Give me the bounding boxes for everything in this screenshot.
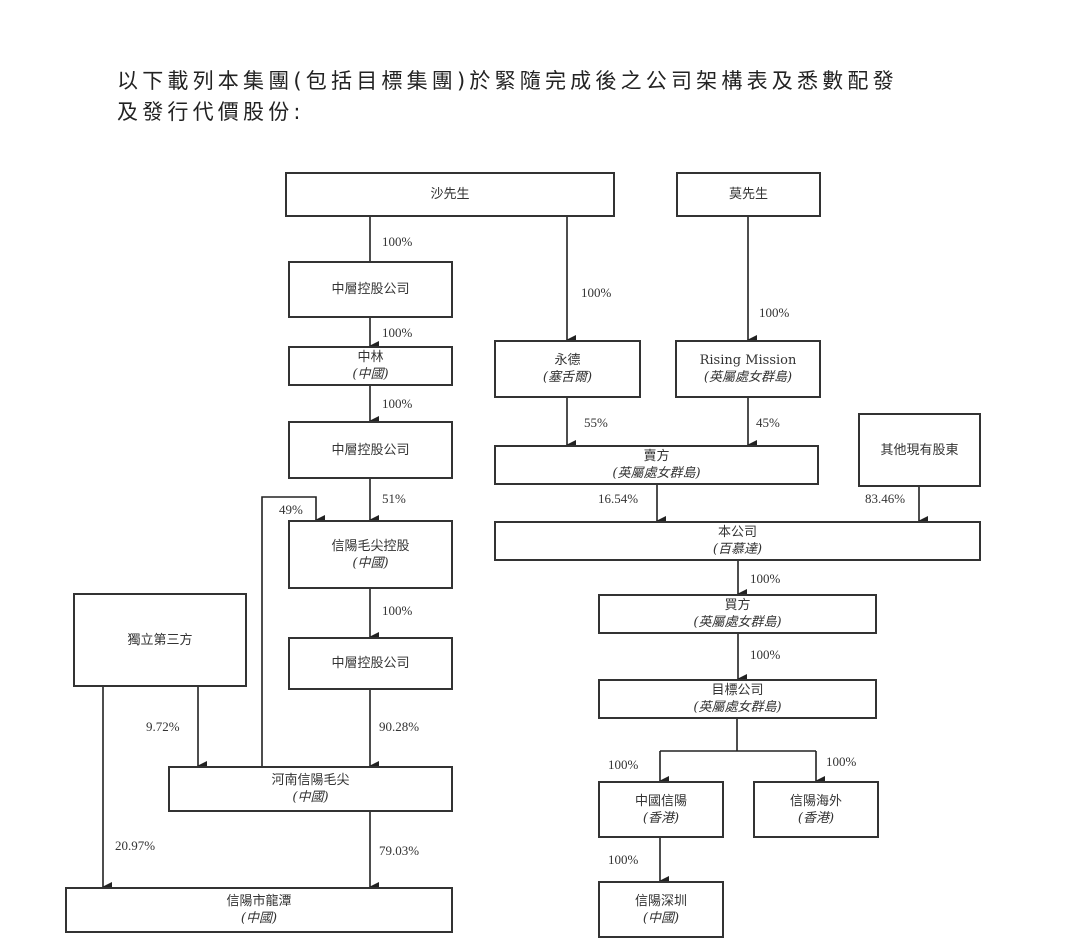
entity-name: 獨立第三方 xyxy=(127,632,193,648)
entity-name: 信陽深圳 xyxy=(634,893,687,909)
entity-target-company: 目標公司 (英屬處女群島) xyxy=(598,679,877,719)
entity-yongde: 永德 (塞舌爾) xyxy=(494,340,641,398)
pct-purchaser-target: 100% xyxy=(750,647,781,662)
entity-jurisdiction: (英屬處女群島) xyxy=(703,370,793,385)
entity-jurisdiction: (中國) xyxy=(642,910,680,926)
entity-jurisdiction: (百慕達) xyxy=(712,542,763,557)
pct-sha-zhongceng1: 100% xyxy=(382,234,413,249)
entity-name: 中層控股公司 xyxy=(331,282,410,297)
entity-name: 目標公司 xyxy=(711,683,764,698)
pct-holding-zhongceng3: 100% xyxy=(382,603,413,618)
entity-jurisdiction: (英屬處女群島) xyxy=(693,615,782,630)
entity-name: 本公司 xyxy=(717,525,757,540)
entity-name: 信陽毛尖控股 xyxy=(331,538,410,554)
intro-paragraph: 以下載列本集團(包括目標集團)於緊隨完成後之公司架構表及悉數配發 及發行代價股份… xyxy=(117,66,997,128)
entity-xinyang-longtan: 信陽市龍潭 (中國) xyxy=(65,887,453,933)
entity-name: 買方 xyxy=(724,598,751,613)
entity-zhonglin: 中林 (中國) xyxy=(288,346,453,386)
entity-xinyang-shenzhen: 信陽深圳 (中國) xyxy=(598,881,724,938)
pct-henan-holding: 49% xyxy=(279,502,303,517)
entity-jurisdiction: (塞舌爾) xyxy=(542,370,593,385)
entity-independent-third-party: 獨立第三方 xyxy=(73,593,247,687)
intro-line-1: 以下載列本集團(包括目標集團)於緊隨完成後之公司架構表及悉數配發 xyxy=(117,69,898,93)
entity-jurisdiction: (中國) xyxy=(352,367,389,382)
entity-jurisdiction: (香港) xyxy=(642,810,680,826)
entity-name: 其他現有股東 xyxy=(880,442,959,458)
entity-vendor: 賣方 (英屬處女群島) xyxy=(494,445,819,485)
entity-name: 中林 xyxy=(357,350,384,365)
entity-xinyang-maojian-holding: 信陽毛尖控股 (中國) xyxy=(288,520,453,589)
link-henan-holding xyxy=(261,496,325,766)
entity-name: 中層控股公司 xyxy=(331,442,410,458)
entity-jurisdiction: (中國) xyxy=(352,555,389,571)
entity-china-xinyang: 中國信陽 (香港) xyxy=(598,781,724,838)
entity-name: 永德 xyxy=(554,353,581,368)
pct-mo-rising: 100% xyxy=(759,305,790,320)
entity-name: Rising Mission xyxy=(699,353,797,368)
entity-jurisdiction: (中國) xyxy=(240,911,278,926)
entity-jurisdiction: (香港) xyxy=(797,810,835,826)
pct-zhongceng3-henan: 90.28% xyxy=(379,719,420,734)
pct-zhonglin-zhongceng2: 100% xyxy=(382,396,413,411)
entity-name: 莫先生 xyxy=(728,187,768,202)
entity-zhongceng-1: 中層控股公司 xyxy=(288,261,453,318)
pct-third-henan: 9.72% xyxy=(146,719,180,734)
entity-company: 本公司 (百慕達) xyxy=(494,521,981,561)
entity-mr-mo: 莫先生 xyxy=(676,172,821,217)
entity-xinyang-overseas: 信陽海外 (香港) xyxy=(753,781,879,838)
entity-henan-xinyang-maojian: 河南信陽毛尖 (中國) xyxy=(168,766,453,812)
pct-target-overseas: 100% xyxy=(826,754,857,769)
entity-name: 信陽海外 xyxy=(789,793,842,809)
entity-name: 中國信陽 xyxy=(634,793,687,809)
entity-jurisdiction: (英屬處女群島) xyxy=(693,700,782,715)
pct-sha-yongde: 100% xyxy=(581,285,612,300)
pct-chinaxinyang-shenzhen: 100% xyxy=(608,852,639,867)
pct-yongde-vendor: 55% xyxy=(584,415,608,430)
entity-name: 信陽市龍潭 xyxy=(226,894,292,909)
entity-zhongceng-3: 中層控股公司 xyxy=(288,637,453,690)
entity-rising-mission: Rising Mission (英屬處女群島) xyxy=(675,340,821,398)
intro-line-2: 及發行代價股份: xyxy=(117,100,305,124)
pct-company-purchaser: 100% xyxy=(750,571,781,586)
entity-mr-sha: 沙先生 xyxy=(285,172,615,217)
entity-zhongceng-2: 中層控股公司 xyxy=(288,421,453,479)
pct-zhongceng2-holding: 51% xyxy=(382,491,406,506)
entity-name: 河南信陽毛尖 xyxy=(271,773,350,788)
pct-henan-longtan: 79.03% xyxy=(379,843,420,858)
pct-target-chinaxinyang: 100% xyxy=(608,757,639,772)
entity-name: 中層控股公司 xyxy=(331,656,410,671)
entity-name: 賣方 xyxy=(643,449,670,464)
pct-zhongceng1-zhonglin: 100% xyxy=(382,325,413,340)
entity-jurisdiction: (英屬處女群島) xyxy=(612,466,701,481)
pct-vendor-company: 16.54% xyxy=(598,491,639,506)
entity-jurisdiction: (中國) xyxy=(292,790,329,805)
entity-purchaser: 買方 (英屬處女群島) xyxy=(598,594,877,634)
pct-others-company: 83.46% xyxy=(865,491,906,506)
pct-rising-vendor: 45% xyxy=(756,415,780,430)
entity-name: 沙先生 xyxy=(430,187,470,202)
entity-other-shareholders: 其他現有股東 xyxy=(858,413,981,487)
pct-third-longtan: 20.97% xyxy=(115,838,156,853)
